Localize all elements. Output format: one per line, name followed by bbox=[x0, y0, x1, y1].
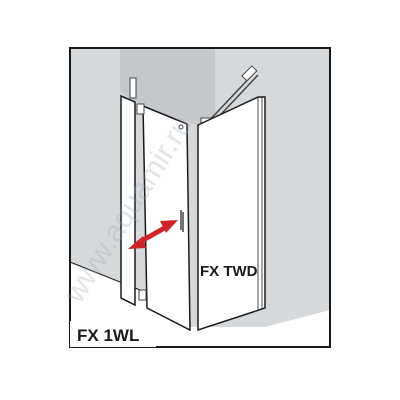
hinge-icon bbox=[138, 289, 147, 301]
side-panel-glass bbox=[197, 96, 266, 332]
double-arrow-icon bbox=[128, 220, 178, 249]
panel-label: FX TWD bbox=[200, 263, 258, 280]
hinge-icon bbox=[136, 103, 145, 115]
frame-border bbox=[69, 47, 331, 348]
wall-profile-top bbox=[129, 77, 137, 99]
handle-icon bbox=[178, 124, 184, 232]
model-label-box: FX 1WL bbox=[70, 321, 156, 347]
hinged-door bbox=[120, 94, 191, 332]
door-fixed-panel bbox=[120, 94, 136, 307]
model-label: FX 1WL bbox=[77, 326, 139, 345]
side-panel bbox=[197, 96, 266, 332]
